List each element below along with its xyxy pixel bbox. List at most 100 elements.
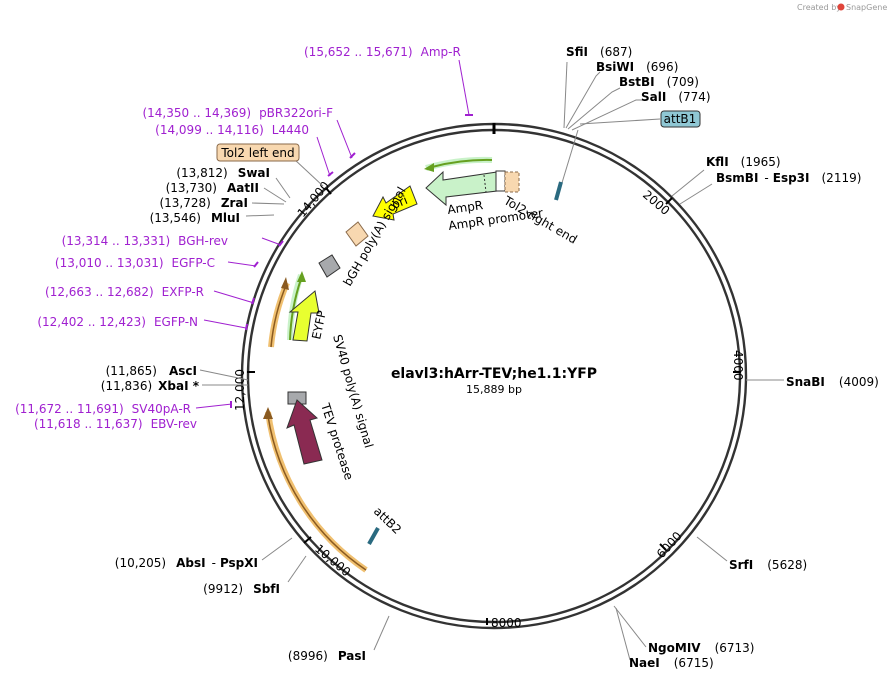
primer-pBR322-name: pBR322ori-F xyxy=(259,106,333,120)
primer-ampR: (15,652 .. 15,671)Amp-R xyxy=(304,45,461,59)
site-ascI-name: AscI xyxy=(169,364,197,378)
primer-exfpR-name: EXFP-R xyxy=(162,285,204,299)
site-swaI-pos: (13,812) xyxy=(176,166,227,180)
site-ascI-pos: (11,865) xyxy=(106,364,157,378)
primer-sv40paR-range: (11,672 .. 11,691) xyxy=(15,402,124,416)
site-bsmBI-name: BsmBI xyxy=(716,171,758,185)
site-sbfI-name: SbfI xyxy=(253,582,280,596)
site-zraI-name: ZraI xyxy=(221,196,248,210)
site-bsmBI-sep: - xyxy=(764,171,768,185)
plasmid-size: 15,889 bp xyxy=(466,383,522,396)
tick-label-8000: 8000 xyxy=(491,616,522,630)
tick-label-10000: 10,000 xyxy=(312,542,353,580)
site-bsiWI: BsiWI(696) xyxy=(596,60,678,74)
attB1-mark xyxy=(554,181,563,201)
site-salI: SalI(774) xyxy=(641,90,711,104)
primer-bghRev: (13,314 .. 13,331)BGH-rev xyxy=(62,234,228,248)
site-esp3I-name: Esp3I xyxy=(773,171,810,185)
site-sbfI-pos: (9912) xyxy=(203,582,243,596)
primer-bghRev-range: (13,314 .. 13,331) xyxy=(62,234,171,248)
leader-primer-ampR xyxy=(458,59,470,116)
feature-eyfp-label: EYFP xyxy=(309,309,329,340)
site-xbaI-pos: (11,836) xyxy=(101,379,152,393)
site-snaBI: SnaBI (4009) xyxy=(786,375,879,389)
primer-ebvRev: (11,618 .. 11,637)EBV-rev xyxy=(34,417,197,431)
site-kflI-pos: (1965) xyxy=(741,155,781,169)
primer-sv40paR: (11,672 .. 11,691) SV40pA-R xyxy=(15,402,191,416)
site-ascI: (11,865) AscI xyxy=(106,364,197,378)
leader-ascI xyxy=(199,369,249,381)
site-leaders xyxy=(199,61,784,661)
leader-ngoMIV xyxy=(613,605,647,648)
primer-labels: (15,652 .. 15,671)Amp-R (14,350 .. 14,36… xyxy=(15,45,461,431)
site-absI-name: AbsI xyxy=(176,556,205,570)
site-absI: (10,205)AbsI-PspXI xyxy=(115,556,258,570)
primer-sv40paR-name: SV40pA-R xyxy=(132,402,191,416)
orange-orf-line-2 xyxy=(267,415,367,571)
eyfp-arrow xyxy=(288,290,320,342)
primer-mark-egfpC xyxy=(253,261,259,268)
leader-bsmBI xyxy=(679,183,713,205)
leader-absI xyxy=(261,537,293,561)
site-bstBI: BstBI (709) xyxy=(619,75,699,89)
site-snaBI-name: SnaBI xyxy=(786,375,825,389)
leader-primer-egfpN xyxy=(203,319,247,329)
tol2-left-box xyxy=(216,143,300,162)
primer-pBR322: (14,350 .. 14,369)pBR322ori-F xyxy=(142,106,333,120)
primer-exfpR-range: (12,663 .. 12,682) xyxy=(45,285,154,299)
site-snaBI-pos: (4009) xyxy=(839,375,879,389)
site-mluI: (13,546)MluI xyxy=(150,211,240,225)
leader-kflI xyxy=(671,169,705,197)
attB2-mark xyxy=(367,527,380,545)
leader-aatII xyxy=(263,187,287,203)
leader-bstBI xyxy=(567,87,621,130)
site-bsiWI-pos: (696) xyxy=(646,60,678,74)
leader-primer-sv40paR xyxy=(195,403,233,409)
site-salI-pos: (774) xyxy=(678,90,710,104)
site-aatII: (13,730)AatII xyxy=(166,181,259,195)
leader-swaI xyxy=(275,177,291,199)
site-naeI: NaeI(6715) xyxy=(629,656,714,670)
site-srfI: SrfI(5628) xyxy=(729,558,807,572)
site-ngoMIV-pos: (6713) xyxy=(715,641,755,655)
leader-bsiWI xyxy=(565,71,601,129)
primer-egfpC-name: EGFP-C xyxy=(172,256,215,270)
orange-orf-highlight-1 xyxy=(268,281,290,348)
site-bsmBI: BsmBI-Esp3I (2119) xyxy=(716,171,861,185)
site-bstBI-pos: (709) xyxy=(667,75,699,89)
site-ngoMIV-name: NgoMIV xyxy=(648,641,701,655)
tick-label-4000: 4000 xyxy=(731,350,745,381)
primer-ebvRev-name: EBV-rev xyxy=(151,417,197,431)
site-pasI-name: PasI xyxy=(338,649,366,663)
primer-ampR-name: Amp-R xyxy=(421,45,461,59)
site-ngoMIV: NgoMIV (6713) xyxy=(648,641,754,655)
primer-egfpN-range: (12,402 .. 12,423) xyxy=(37,315,146,329)
tick-label-14000: 14,000 xyxy=(295,179,333,220)
tol2-left-feature xyxy=(345,221,369,247)
site-bsmBI-pos: (2119) xyxy=(822,171,862,185)
site-bstBI-name: BstBI xyxy=(619,75,655,89)
site-pspXI-name: PspXI xyxy=(220,556,258,570)
ori-arrow xyxy=(372,185,418,221)
site-sfiI-pos: (687) xyxy=(600,45,632,59)
tol2-right-box xyxy=(504,171,520,193)
site-naeI-pos: (6715) xyxy=(674,656,714,670)
site-sfiI-name: SfiI xyxy=(566,45,588,59)
leader-primer-egfpC xyxy=(227,261,257,267)
leader-pasI xyxy=(373,615,390,651)
site-srfI-name: SrfI xyxy=(729,558,753,572)
leader-sfiI xyxy=(563,61,568,129)
primer-mark-exfpR xyxy=(251,297,255,305)
feature-ori-label: ori xyxy=(390,193,410,212)
tick-label-12000: 12,000 xyxy=(233,369,247,411)
ampR-orf-arrowhead xyxy=(424,163,434,172)
leader-primer-pBR322 xyxy=(336,119,353,159)
ampR-arrow xyxy=(425,170,498,207)
primer-mark-pBR322 xyxy=(349,152,356,159)
ampR-arrow-marker xyxy=(483,174,487,193)
credit-created-by: Created by xyxy=(797,3,841,12)
site-swaI: (13,812)SwaI xyxy=(176,166,270,180)
site-mluI-pos: (13,546) xyxy=(150,211,201,225)
site-kflI-name: KflI xyxy=(706,155,729,169)
